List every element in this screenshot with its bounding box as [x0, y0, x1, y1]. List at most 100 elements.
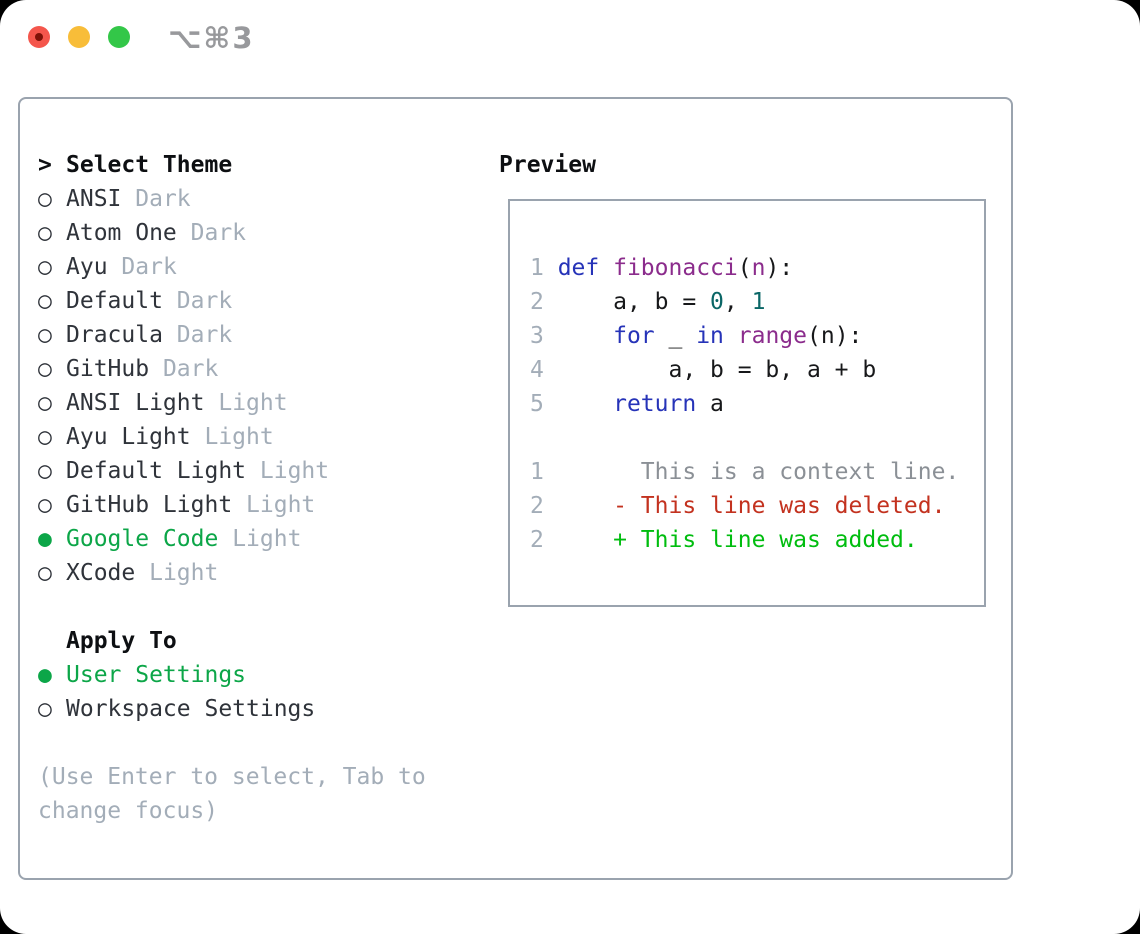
code-token-added: + This line was added. — [557, 527, 918, 553]
code-token-plain: (n): — [807, 323, 863, 349]
code-token-plain: ( — [737, 255, 752, 281]
theme-option-label: Ayu Light Light — [66, 420, 274, 454]
code-token-plain: a — [696, 391, 724, 417]
unsaved-dot-icon — [35, 33, 43, 41]
theme-option[interactable]: ○GitHub Light Light — [38, 488, 329, 522]
code-token-function: fibonacci — [613, 255, 738, 281]
theme-list-title: Select Theme — [66, 152, 233, 178]
theme-name: Default Light — [66, 458, 247, 484]
theme-option-label: XCode Light — [66, 556, 218, 590]
theme-option-label: Dracula Dark — [66, 318, 232, 352]
radio-unselected-icon: ○ — [38, 322, 52, 348]
theme-option[interactable]: ○ GitHub Dark — [38, 352, 329, 386]
code-line: 4 a, b = b, a + b — [530, 353, 959, 387]
theme-variant: Dark — [176, 288, 233, 314]
minimize-button[interactable] — [68, 26, 90, 48]
theme-name: ANSI Light — [66, 390, 205, 416]
code-token-plain — [599, 255, 613, 281]
theme-name: GitHub — [66, 356, 150, 382]
zoom-button[interactable] — [108, 26, 130, 48]
line-number: 1 — [530, 459, 558, 485]
theme-option-label: Default Dark — [66, 284, 232, 318]
radio-selected-icon: ● — [38, 662, 52, 688]
code-token-number: 0 — [710, 289, 724, 315]
theme-option-label: Atom One Dark — [66, 216, 246, 250]
theme-option[interactable]: ○ ANSI Dark — [38, 182, 329, 216]
theme-option-label: GitHub Dark — [66, 352, 218, 386]
apply-to-option-label: User Settings — [66, 662, 247, 688]
theme-name: Default — [66, 288, 163, 314]
theme-variant: Light — [259, 458, 330, 484]
theme-option[interactable]: ○XCode Light — [38, 556, 329, 590]
theme-option[interactable]: ○ Ayu Dark — [38, 250, 329, 284]
code-token-plain: a, b = b, a + b — [557, 357, 877, 383]
theme-name: Ayu — [66, 254, 108, 280]
theme-list-header: > Select Theme — [38, 148, 329, 182]
theme-variant: Dark — [176, 322, 233, 348]
theme-option[interactable]: ○ Default Light Light — [38, 454, 329, 488]
theme-variant: Dark — [190, 220, 247, 246]
theme-option[interactable]: ○ Dracula Dark — [38, 318, 329, 352]
code-line: 5 return a — [530, 387, 959, 421]
radio-unselected-icon: ○ — [38, 696, 52, 722]
focus-prompt-icon: > — [38, 152, 52, 178]
apply-to-header: Apply To — [38, 624, 315, 658]
code-token-plain: , — [723, 289, 752, 315]
code-token-number: 1 — [751, 289, 766, 315]
theme-option-label: Default Light Light — [66, 454, 329, 488]
code-line: 3 for _ in range(n): — [530, 319, 959, 353]
code-token-function: range — [737, 323, 807, 349]
code-token-keyword: return — [613, 391, 697, 417]
apply-to-option-label: Workspace Settings — [66, 696, 316, 722]
theme-variant: Light — [232, 526, 302, 552]
theme-variant: Light — [149, 560, 219, 586]
radio-unselected-icon: ○ — [38, 288, 52, 314]
code-line: 2 - This line was deleted. — [530, 489, 959, 523]
theme-option-label: ANSI Light Light — [66, 386, 288, 420]
radio-unselected-icon: ○ — [38, 458, 52, 484]
theme-variant: Light — [218, 390, 288, 416]
apply-to-option[interactable]: ○ Workspace Settings — [38, 692, 315, 726]
apply-to-list: Apply To ● User Settings ○ Workspace Setting… — [38, 624, 315, 726]
preview-title: Preview — [499, 152, 596, 178]
theme-option[interactable]: ●Google Code Light — [38, 522, 329, 556]
code-token-plain — [724, 323, 738, 349]
code-token-deleted: - This line was deleted. — [557, 493, 946, 519]
theme-option[interactable]: ○ANSI Light Light — [38, 386, 329, 420]
theme-list: >Select Theme○ANSI Dark○Atom One Dark○Ay… — [38, 148, 329, 590]
theme-variant: Dark — [162, 356, 219, 382]
code-line — [530, 421, 959, 455]
code-token-keyword: def — [557, 255, 600, 281]
radio-unselected-icon: ○ — [38, 186, 52, 212]
apply-to-spacer — [38, 624, 66, 658]
code-token-keyword: in — [696, 323, 724, 349]
radio-unselected-icon: ○ — [38, 492, 52, 518]
theme-name: Dracula — [66, 322, 163, 348]
theme-name: Google Code — [66, 526, 219, 552]
theme-option[interactable]: ○Ayu Light Light — [38, 420, 329, 454]
theme-option[interactable]: ○ Default Dark — [38, 284, 329, 318]
theme-option[interactable]: ○ Atom One Dark — [38, 216, 329, 250]
theme-option-label: ANSI Dark — [66, 182, 191, 216]
theme-name: XCode — [66, 560, 136, 586]
apply-to-option[interactable]: ● User Settings — [38, 658, 315, 692]
theme-option-label: Ayu Dark — [66, 250, 177, 284]
line-number: 3 — [530, 323, 558, 349]
code-line: 1 This is a context line. — [530, 455, 959, 489]
radio-unselected-icon: ○ — [38, 356, 52, 382]
theme-variant: Light — [204, 424, 274, 450]
code-line: 2 a, b = 0, 1 — [530, 285, 959, 319]
radio-unselected-icon: ○ — [38, 254, 52, 280]
theme-name: ANSI — [66, 186, 122, 212]
close-button[interactable] — [28, 26, 50, 48]
theme-name: Ayu Light — [66, 424, 191, 450]
line-number: 2 — [530, 527, 558, 553]
radio-unselected-icon: ○ — [38, 220, 52, 246]
code-token-function: n — [751, 255, 766, 281]
line-number: 2 — [530, 289, 558, 315]
theme-variant: Dark — [135, 186, 191, 212]
code-token-context: This is a context line. — [557, 459, 960, 485]
theme-option-label: Google Code Light — [66, 522, 301, 556]
line-number: 2 — [530, 493, 558, 519]
